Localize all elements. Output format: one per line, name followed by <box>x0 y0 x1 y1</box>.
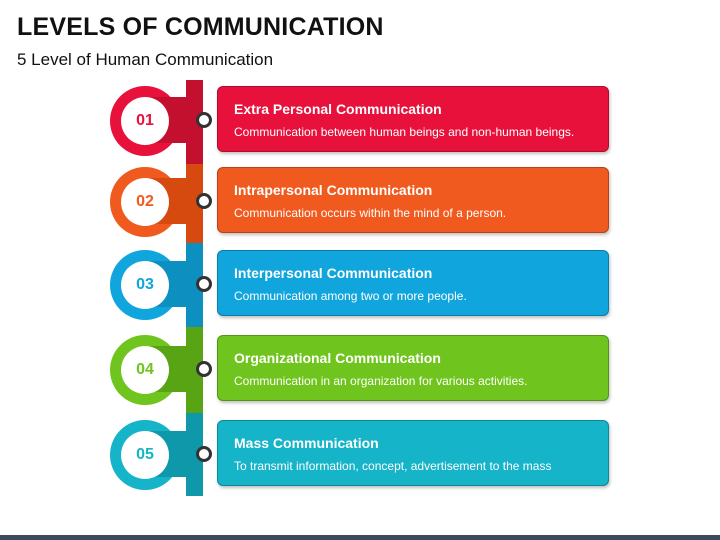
level-card: Mass Communication To transmit informati… <box>217 420 609 486</box>
level-number-badge: 05 <box>121 431 169 479</box>
level-item: 04 Organizational Communication Communic… <box>0 335 720 405</box>
spine-segment <box>186 164 203 243</box>
connector-dot-icon <box>196 112 212 128</box>
level-item: 05 Mass Communication To transmit inform… <box>0 420 720 490</box>
level-description: Communication occurs within the mind of … <box>234 206 507 220</box>
bottom-bar <box>0 535 720 540</box>
spine-segment <box>186 413 203 496</box>
level-number: 04 <box>136 361 154 378</box>
level-number: 03 <box>136 276 154 293</box>
level-number: 02 <box>136 193 154 210</box>
spine-segment <box>186 243 203 327</box>
level-title: Interpersonal Communication <box>234 265 433 281</box>
level-card: Organizational Communication Communicati… <box>217 335 609 401</box>
level-title: Organizational Communication <box>234 350 441 366</box>
level-card: Interpersonal Communication Communicatio… <box>217 250 609 316</box>
level-description: Communication between human beings and n… <box>234 125 575 139</box>
level-number-badge: 03 <box>121 261 169 309</box>
connector-dot-icon <box>196 361 212 377</box>
level-item: 03 Interpersonal Communication Communica… <box>0 250 720 320</box>
level-number: 01 <box>136 112 154 129</box>
level-title: Mass Communication <box>234 435 379 451</box>
spine-segment <box>186 80 203 164</box>
connector-dot-icon <box>196 193 212 209</box>
level-item: 02 Intrapersonal Communication Communica… <box>0 167 720 237</box>
level-number-badge: 01 <box>121 97 169 145</box>
level-number: 05 <box>136 446 154 463</box>
level-title: Intrapersonal Communication <box>234 182 433 198</box>
connector-dot-icon <box>196 446 212 462</box>
connector-dot-icon <box>196 276 212 292</box>
level-description: Communication in an organization for var… <box>234 374 528 388</box>
level-item: 01 Extra Personal Communication Communic… <box>0 86 720 156</box>
level-number-badge: 02 <box>121 178 169 226</box>
level-card: Intrapersonal Communication Communicatio… <box>217 167 609 233</box>
level-card: Extra Personal Communication Communicati… <box>217 86 609 152</box>
page-subtitle: 5 Level of Human Communication <box>17 50 274 69</box>
spine-segment <box>186 327 203 413</box>
level-title: Extra Personal Communication <box>234 101 442 117</box>
level-number-badge: 04 <box>121 346 169 394</box>
page-title: LEVELS OF COMMUNICATION <box>17 13 384 41</box>
level-description: To transmit information, concept, advert… <box>234 459 552 473</box>
level-description: Communication among two or more people. <box>234 289 467 303</box>
